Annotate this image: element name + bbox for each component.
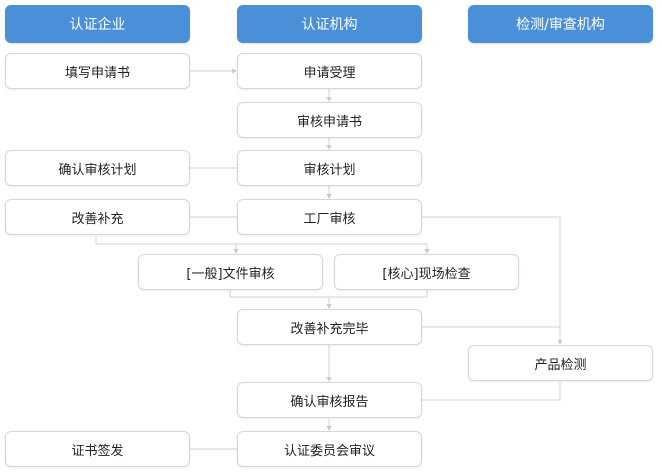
column-header-certification-body: 认证机构 bbox=[237, 5, 422, 43]
node-rectification-complete: 改善补充完毕 bbox=[237, 309, 422, 345]
node-certificate-issuance: 证书签发 bbox=[5, 431, 190, 467]
connector-reviews-merge bbox=[229, 290, 428, 298]
node-onsite-inspection: [核心]现场检查 bbox=[334, 254, 519, 290]
node-confirm-audit-report: 确认审核报告 bbox=[237, 382, 422, 418]
node-factory-audit: 工厂审核 bbox=[237, 199, 422, 235]
column-header-testing-body: 检测/审查机构 bbox=[468, 5, 653, 43]
node-committee-review: 认证委员会审议 bbox=[237, 431, 422, 467]
node-fill-application: 填写申请书 bbox=[5, 53, 190, 89]
node-document-review: [一般]文件审核 bbox=[138, 254, 323, 290]
node-review-application: 审核申请书 bbox=[237, 102, 422, 138]
node-application-acceptance: 申请受理 bbox=[237, 53, 422, 89]
column-header-enterprise: 认证企业 bbox=[5, 5, 190, 43]
node-audit-plan: 审核计划 bbox=[237, 150, 422, 186]
connector-rectify-to-reviews bbox=[95, 236, 428, 253]
node-product-testing: 产品检测 bbox=[468, 345, 653, 381]
node-rectify-supplement: 改善补充 bbox=[5, 199, 190, 235]
node-confirm-audit-plan: 确认审核计划 bbox=[5, 150, 190, 186]
connector-testing-to-report bbox=[421, 382, 561, 401]
